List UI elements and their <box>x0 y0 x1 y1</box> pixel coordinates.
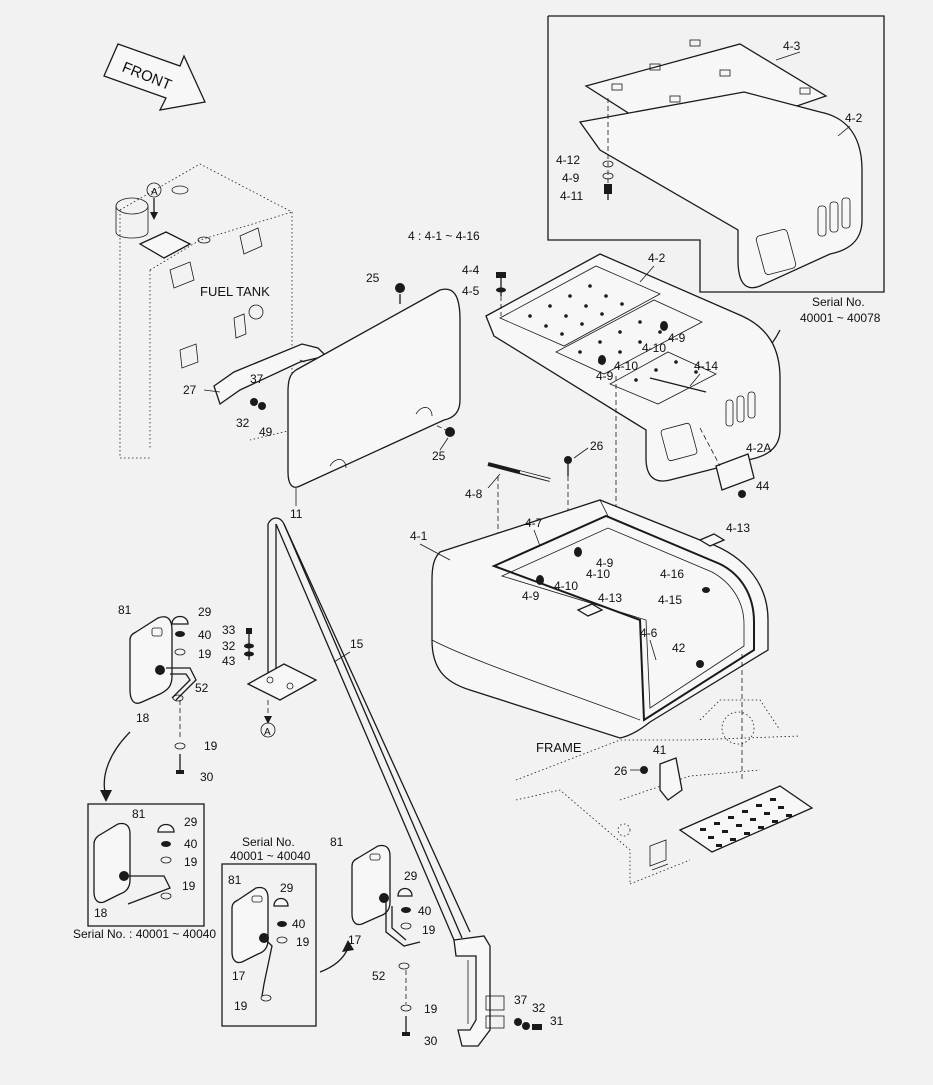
top-cover-4-2: 4 : 4-1 ~ 4-16 4-4 4-5 4-2 4-9 4 <box>408 229 781 498</box>
callout-label-c81b: 81 <box>132 807 146 821</box>
callout-label-c29b: 29 <box>184 815 198 829</box>
callout-label-c17b: 17 <box>348 933 362 947</box>
callout-label-c4_13a: 4-13 <box>726 521 750 535</box>
callout-label-c4_4: 4-4 <box>462 263 480 277</box>
frame-label: FRAME <box>536 740 582 755</box>
callout-label-c31: 31 <box>550 1014 564 1028</box>
callout-label-c30a: 30 <box>200 770 214 784</box>
callout-label-c19e: 19 <box>296 935 310 949</box>
callout-label-c4_15: 4-15 <box>658 593 682 607</box>
callout-label-c27: 27 <box>183 383 197 397</box>
callout-label-c4_5: 4-5 <box>462 284 480 298</box>
callout-label-c29c: 29 <box>280 881 294 895</box>
callout-label-c29a: 29 <box>198 605 212 619</box>
callout-label-c42: 42 <box>672 641 686 655</box>
callout-label-c37a: 37 <box>250 372 264 386</box>
callout-label-c25b: 25 <box>432 449 446 463</box>
mirror-assembly-left: 81 29 40 19 52 18 19 30 <box>100 603 218 802</box>
callout-label-c30b: 30 <box>424 1034 438 1048</box>
callout-label-c4_10c: 4-10 <box>614 359 638 373</box>
inset-serial-40040-left: 81 29 40 19 19 18 Serial No. : 40001 ~ 4… <box>73 803 216 941</box>
front-arrow: FRONT <box>103 43 206 111</box>
callout-label-range_note: 4 : 4-1 ~ 4-16 <box>408 229 480 243</box>
fuel-tank: A FUEL TANK <box>115 163 293 459</box>
callout-label-c19f: 19 <box>234 999 248 1013</box>
callout-label-c32c: 32 <box>532 1001 546 1015</box>
callout-label-c19a: 19 <box>198 647 212 661</box>
callout-label-c81c: 81 <box>228 873 242 887</box>
callout-label-mid_inset_label: Serial No. <box>242 835 295 849</box>
callout-label-c4_3: 4-3 <box>783 39 801 53</box>
callout-label-c19g: 19 <box>422 923 436 937</box>
callout-label-c4_8: 4-8 <box>465 487 483 501</box>
callout-label-mid_inset_range: 40001 ~ 40040 <box>230 849 311 863</box>
callout-label-cA1: A <box>151 187 158 198</box>
base-box-4-1: 4-1 4-7 4-13 4-13 4-9 4-10 4-10 4-9 4-16… <box>410 499 769 780</box>
mirror-assembly-right: 81 29 40 19 17 52 19 30 <box>330 835 438 1048</box>
callout-label-c4_11: 4-11 <box>560 189 583 203</box>
callout-label-c4_13b: 4-13 <box>598 591 622 605</box>
callout-label-c11: 11 <box>290 507 303 521</box>
callout-label-c40d: 40 <box>418 904 432 918</box>
callout-label-inset_top_label: Serial No. <box>812 295 865 309</box>
callout-label-c40a: 40 <box>198 628 212 642</box>
callout-label-c4_2A: 4-2A <box>746 441 771 455</box>
callout-label-c26b: 26 <box>614 764 628 778</box>
callout-label-c4_14: 4-14 <box>694 359 718 373</box>
handrail-15: 15 A 33 32 43 37 32 31 <box>222 517 564 1047</box>
callout-label-c4_1: 4-1 <box>410 529 428 543</box>
callout-label-c4_10d: 4-10 <box>586 567 610 581</box>
callout-label-c81a: 81 <box>118 603 132 617</box>
callout-label-c4_10b: 4-10 <box>642 341 666 355</box>
callout-label-c4_2b: 4-2 <box>648 251 666 265</box>
callout-label-c19d: 19 <box>182 879 196 893</box>
callout-label-c18b: 18 <box>94 906 108 920</box>
callout-label-c40b: 40 <box>184 837 198 851</box>
callout-label-c32b: 32 <box>222 639 236 653</box>
callout-label-c25a: 25 <box>366 271 380 285</box>
callout-label-c41: 41 <box>653 743 667 757</box>
callout-label-c4_2a: 4-2 <box>845 111 863 125</box>
callout-label-c44: 44 <box>756 479 770 493</box>
callout-label-c4_12: 4-12 <box>556 153 580 167</box>
callout-label-c4_16: 4-16 <box>660 567 684 581</box>
inset-serial-40078: 4-3 4-2 4-12 4-9 4-11 Serial No. 40001 ~… <box>547 15 885 364</box>
callout-label-c26a: 26 <box>590 439 604 453</box>
callout-label-inset_top_range: 40001 ~ 40078 <box>800 311 881 325</box>
callout-label-c4_7: 4-7 <box>525 516 543 530</box>
callout-label-c43: 43 <box>222 654 236 668</box>
callout-label-c37b: 37 <box>514 993 528 1007</box>
callout-label-c18a: 18 <box>136 711 150 725</box>
callout-label-cA2: A <box>264 727 271 738</box>
callout-label-c49: 49 <box>259 425 273 439</box>
callout-label-c32a: 32 <box>236 416 250 430</box>
callout-label-c4_9b: 4-9 <box>668 331 686 345</box>
callout-label-c17a: 17 <box>232 969 246 983</box>
callout-label-c40c: 40 <box>292 917 306 931</box>
callout-label-c4_9e: 4-9 <box>522 589 540 603</box>
callout-label-c81d: 81 <box>330 835 344 849</box>
callout-label-c4_10e: 4-10 <box>554 579 578 593</box>
callout-label-c29d: 29 <box>404 869 418 883</box>
callout-label-c52b: 52 <box>372 969 386 983</box>
callout-label-c15: 15 <box>350 637 364 651</box>
callout-label-c4_6: 4-6 <box>640 626 658 640</box>
callout-label-c33: 33 <box>222 623 236 637</box>
callout-label-c19c: 19 <box>184 855 198 869</box>
inset-serial-40040-mid: Serial No. 40001 ~ 40040 81 29 40 19 17 … <box>221 835 354 1027</box>
fuel-tank-label: FUEL TANK <box>200 284 270 299</box>
callout-label-c4_9a: 4-9 <box>562 171 580 185</box>
callout-label-c19b: 19 <box>204 739 218 753</box>
callout-label-c19h: 19 <box>424 1002 438 1016</box>
machine-frame: FRAME 41 26 <box>515 699 814 885</box>
callout-label-left_inset: Serial No. : 40001 ~ 40040 <box>73 927 216 941</box>
callout-label-c4_9d: 4-9 <box>596 556 614 570</box>
callout-label-c52a: 52 <box>195 681 209 695</box>
callout-label-c4_9c: 4-9 <box>596 369 614 383</box>
side-panel-11: 25 25 11 <box>287 271 461 521</box>
